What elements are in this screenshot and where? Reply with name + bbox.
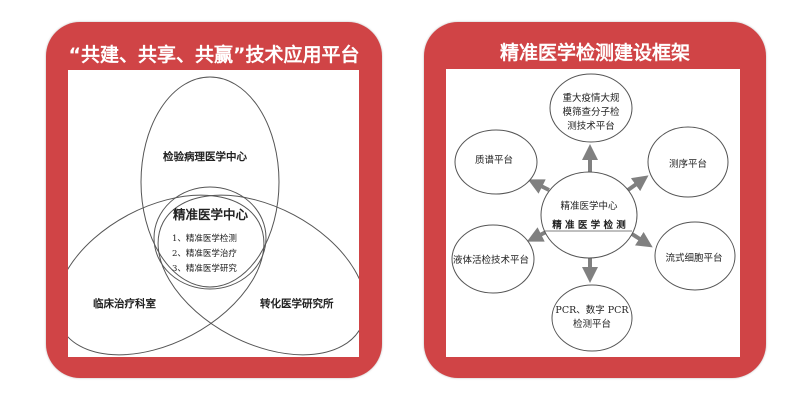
- arrow-top-left: [527, 179, 550, 194]
- node-center-line-2: 精 准 医 学 检 测: [552, 219, 626, 231]
- center-item-2: 2、精准医学治疗: [172, 248, 237, 259]
- node-top: [549, 73, 633, 143]
- center-item-1: 1、精准医学检测: [172, 233, 237, 244]
- arrow-bottom-right: [630, 231, 653, 248]
- arrow-bottom-left: [526, 227, 547, 242]
- label-right-circle: 转化医学研究所: [260, 297, 334, 310]
- left-panel-title: “共建、共享、共赢”技术应用平台: [68, 44, 360, 66]
- ellipse-right: [157, 194, 359, 356]
- framework-diagram: 重大疫情大规 模筛查分子检 测技术平台 质谱平台 测序平台 精准医学中心 精 准…: [446, 69, 740, 357]
- venn-diagram: 检验病理医学中心 精准医学中心 1、精准医学检测 2、精准医学治疗 3、精准医学…: [68, 70, 359, 357]
- node-top-right-label: 测序平台: [669, 158, 707, 170]
- ellipse-top: [140, 76, 280, 288]
- node-bottom-left-label: 液体活检技术平台: [453, 254, 529, 266]
- node-bottom-line-1: PCR、数字 PCR: [555, 304, 629, 316]
- inner-circle: [153, 186, 267, 290]
- node-bottom-line-2: 检测平台: [573, 318, 611, 330]
- label-left-circle: 临床治疗科室: [93, 297, 156, 310]
- arrow-top-right: [626, 175, 649, 192]
- node-center: [540, 171, 638, 259]
- right-panel-title: 精准医学检测建设框架: [499, 42, 690, 64]
- label-top-circle: 检验病理医学中心: [163, 150, 247, 163]
- node-top-line-1: 重大疫情大规: [562, 92, 620, 104]
- node-top-line-3: 测技术平台: [567, 120, 615, 132]
- center-item-3: 3、精准医学研究: [172, 263, 237, 274]
- node-top-line-2: 模筛查分子检: [562, 106, 620, 118]
- node-bottom-right-label: 流式细胞平台: [665, 252, 722, 264]
- node-bottom-right: [654, 221, 736, 291]
- node-bottom-left: [451, 224, 535, 294]
- node-top-left: [454, 129, 538, 195]
- ellipse-left: [68, 194, 265, 356]
- label-center-title: 精准医学中心: [173, 207, 249, 222]
- node-top-left-label: 质谱平台: [475, 154, 513, 166]
- node-center-line-1: 精准医学中心: [560, 200, 618, 212]
- node-bottom: [551, 284, 633, 352]
- node-top-right: [647, 126, 729, 198]
